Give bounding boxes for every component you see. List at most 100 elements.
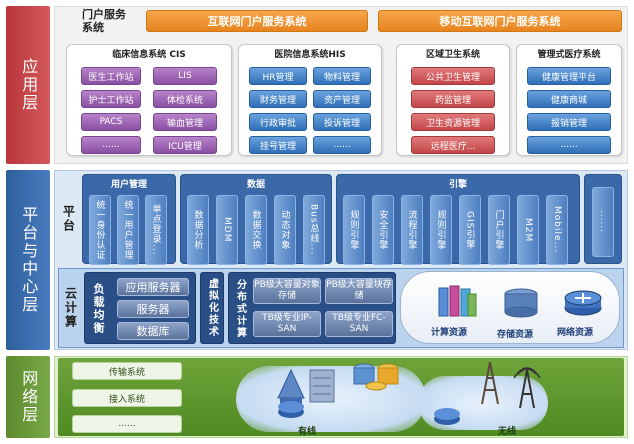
- cis-item[interactable]: 医生工作站: [81, 67, 141, 85]
- platform-tile[interactable]: 统一用户管理: [117, 195, 139, 265]
- platform-tile-label: Mobile...: [552, 206, 562, 254]
- platform-tile-label: 数据分析: [192, 210, 203, 250]
- wireless-tower-icon: [513, 367, 541, 409]
- platform-tile[interactable]: 统一身份认证: [89, 195, 111, 265]
- tier-label-network-text: 网络层: [19, 370, 39, 424]
- managed-title: 管理式医疗系统: [537, 50, 601, 60]
- server-rack-icon: [309, 369, 335, 403]
- platform-tile[interactable]: 单点登录...: [145, 195, 167, 265]
- tier-label-application-text: 应用层: [19, 58, 39, 112]
- storage-item[interactable]: TB级专业IP-SAN: [253, 311, 321, 337]
- managed-item[interactable]: 报销管理: [527, 113, 611, 131]
- platform-tile[interactable]: Mobile...: [546, 195, 568, 265]
- platform-tile[interactable]: 安全引擎: [372, 195, 394, 265]
- regional-title: 区域卫生系统: [425, 50, 480, 60]
- more-group: ......: [584, 174, 622, 264]
- platform-tile-label: ......: [598, 210, 608, 234]
- platform-tile[interactable]: GIS引擎: [459, 195, 481, 265]
- platform-tile[interactable]: 数据分析: [187, 195, 209, 265]
- cis-title: 临床信息系统 CIS: [112, 50, 186, 60]
- his-item[interactable]: 挂号管理: [249, 136, 307, 154]
- regional-item[interactable]: 药监管理: [411, 90, 495, 108]
- platform-tile[interactable]: 数据交换: [245, 195, 267, 265]
- his-title: 医院信息系统HIS: [274, 50, 346, 60]
- his-item[interactable]: 财务管理: [249, 90, 307, 108]
- database-cluster-icon: [353, 363, 399, 391]
- compute-resource-label: 计算资源: [431, 328, 468, 338]
- cis-item[interactable]: 体检系统: [153, 90, 217, 108]
- platform-tile-label: 规则引擎: [348, 210, 359, 250]
- platform-tile[interactable]: M2M: [517, 195, 539, 265]
- platform-tile-label: M2M: [523, 217, 533, 243]
- platform-tile[interactable]: 门户引擎: [488, 195, 510, 265]
- cis-item[interactable]: ......: [81, 136, 141, 154]
- server-item[interactable]: 服务器: [117, 300, 189, 318]
- tier-label-platform: 平台与中心层: [6, 170, 50, 350]
- storage-item[interactable]: PB级大容量块存储: [325, 278, 393, 304]
- managed-item[interactable]: 健康管理平台: [527, 67, 611, 85]
- platform-tile[interactable]: 规则引擎: [343, 195, 365, 265]
- platform-tile-label: MDM: [222, 217, 232, 243]
- platform-tile-label: 动态对象: [279, 210, 290, 250]
- server-item[interactable]: 数据库: [117, 322, 189, 340]
- cis-item[interactable]: LIS: [153, 67, 217, 85]
- mobile-portal-banner[interactable]: 移动互联网门户服务系统: [378, 10, 622, 32]
- virtualization-block: 虚拟化技术: [200, 272, 224, 344]
- network-resource-label: 网络资源: [557, 328, 594, 338]
- managed-item[interactable]: ......: [527, 136, 611, 154]
- internet-portal-banner[interactable]: 互联网门户服务系统: [146, 10, 368, 32]
- portal-title: 门户服务系统: [82, 8, 126, 34]
- storage-resource-icon: [504, 288, 538, 318]
- wireless-label: 无线: [498, 427, 517, 437]
- data-title: 数据: [246, 180, 265, 190]
- storage-resource-label: 存储资源: [497, 330, 534, 340]
- his-item[interactable]: 行政审批: [249, 113, 307, 131]
- load-balance-block: 负载均衡 应用服务器 服务器 数据库: [84, 272, 196, 344]
- his-item[interactable]: 投诉管理: [313, 113, 371, 131]
- data-group: 数据 数据分析 MDM 数据交换 动态对象 Bus总线...: [180, 174, 332, 265]
- regional-health-panel: 区域卫生系统 公共卫生管理 药监管理 卫生资源管理 远程医疗...: [396, 44, 510, 156]
- platform-tile-label: 统一身份认证: [94, 200, 105, 260]
- user-management-title: 用户管理: [110, 180, 147, 190]
- his-panel: 医院信息系统HIS HR管理 财务管理 行政审批 挂号管理 物料管理 资产管理 …: [238, 44, 382, 156]
- regional-item[interactable]: 卫生资源管理: [411, 113, 495, 131]
- platform-tile[interactable]: 流程引擎: [401, 195, 423, 265]
- platform-tile-label: 流程引擎: [406, 210, 417, 250]
- platform-tile-label: 规则引擎: [435, 210, 446, 250]
- regional-item[interactable]: 公共卫生管理: [411, 67, 495, 85]
- platform-tile-label: 门户引擎: [493, 210, 504, 250]
- storage-item[interactable]: PB级大容量对象存储: [253, 278, 321, 304]
- distributed-text: 分布式计算: [234, 279, 246, 339]
- his-item[interactable]: HR管理: [249, 67, 307, 85]
- network-item[interactable]: 传输系统: [72, 362, 182, 380]
- tier-label-application: 应用层: [6, 6, 50, 164]
- his-item[interactable]: 资产管理: [313, 90, 371, 108]
- load-balance-title: 负载均衡: [87, 277, 109, 341]
- regional-item[interactable]: 远程医疗...: [411, 136, 495, 154]
- storage-item[interactable]: TB级专业FC-SAN: [325, 311, 393, 337]
- router-icon: [278, 401, 304, 418]
- tier-label-platform-text: 平台与中心层: [19, 206, 39, 314]
- platform-tile[interactable]: 动态对象: [274, 195, 296, 265]
- tier-label-network: 网络层: [6, 356, 50, 438]
- platform-tile[interactable]: MDM: [216, 195, 238, 265]
- network-item[interactable]: 接入系统: [72, 389, 182, 407]
- cloud-tag-text: 云计算: [63, 287, 78, 329]
- cis-item[interactable]: 输血管理: [153, 113, 217, 131]
- network-item[interactable]: ......: [72, 415, 182, 433]
- distributed-title: 分布式计算: [231, 277, 249, 341]
- distributed-block: 分布式计算 PB级大容量对象存储 PB级大容量块存储 TB级专业IP-SAN T…: [228, 272, 396, 344]
- platform-tag-text: 平台: [61, 205, 76, 233]
- server-item[interactable]: 应用服务器: [117, 278, 189, 296]
- platform-tile[interactable]: Bus总线...: [303, 195, 325, 265]
- wired-label: 有线: [298, 427, 317, 437]
- platform-tile[interactable]: ......: [592, 187, 614, 257]
- managed-item[interactable]: 健康商城: [527, 90, 611, 108]
- his-item[interactable]: ......: [313, 136, 371, 154]
- network-resource-icon: [564, 290, 602, 316]
- cis-item[interactable]: ICU管理: [153, 136, 217, 154]
- cis-item[interactable]: 护士工作站: [81, 90, 141, 108]
- his-item[interactable]: 物料管理: [313, 67, 371, 85]
- cis-item[interactable]: PACS: [81, 113, 141, 131]
- platform-tile[interactable]: 规则引擎: [430, 195, 452, 265]
